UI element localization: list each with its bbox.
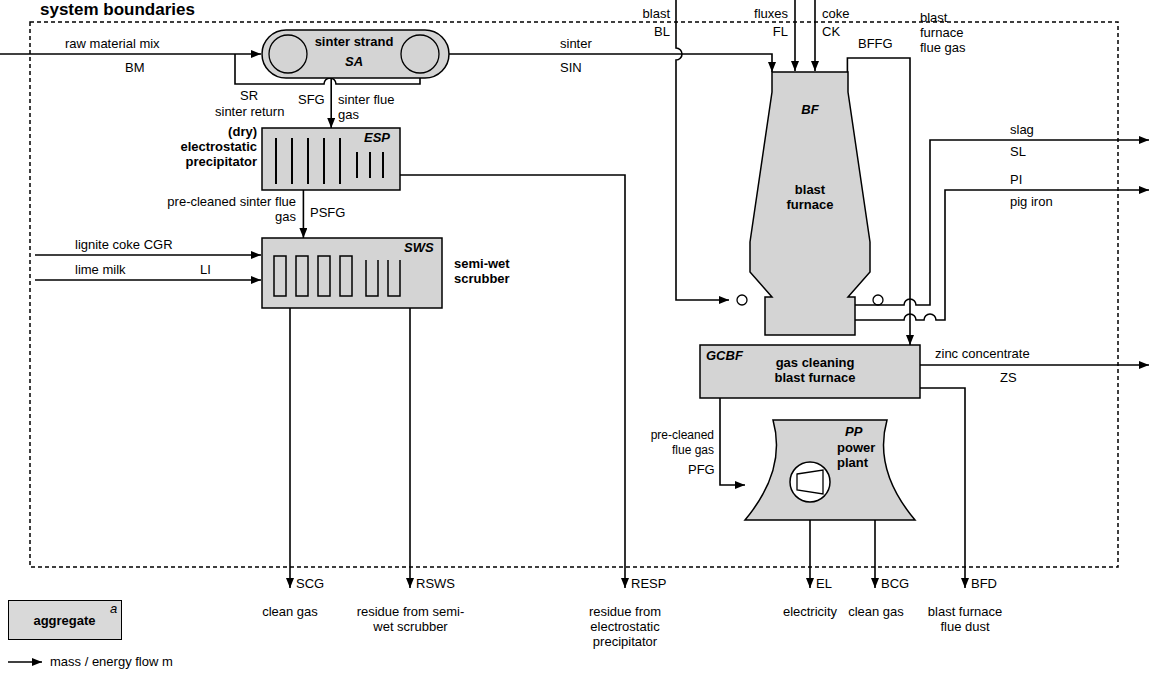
flow-label: BFD — [971, 576, 997, 591]
flow-label: LI — [200, 262, 211, 277]
flow-label: BL — [620, 24, 670, 39]
lignite-flow — [35, 254, 261, 256]
flow-label: electricity — [765, 604, 855, 619]
flow-label: blast — [620, 6, 670, 21]
flow-label: FL — [728, 24, 788, 39]
flow-label: SL — [1010, 144, 1026, 159]
raw-material-flow — [0, 53, 261, 55]
flow-connector — [449, 54, 772, 72]
node-label: SA — [262, 54, 446, 69]
flow-label: SCG — [296, 576, 324, 591]
zinc-flow — [920, 364, 1149, 366]
clean-gas-flow — [874, 520, 876, 588]
node-label: semi-wet scrubber — [454, 256, 534, 286]
flow-label: pre-cleaned sinter flue gas — [146, 194, 296, 224]
flow-label: fluxes — [728, 6, 788, 21]
flow-label: blast furnace flue dust — [917, 604, 1013, 634]
flow-label: PSFG — [310, 205, 345, 220]
flow-label: BFFG — [858, 36, 893, 51]
flow-label: residue from semi-wet scrubber — [348, 604, 473, 634]
sinter-strand: sinter strandSA — [262, 30, 449, 78]
flow-label: raw material mix — [65, 36, 160, 51]
legend-swatch: aggregate — [8, 600, 122, 640]
legend-text: aggregate — [9, 613, 120, 628]
flux-flow — [794, 0, 796, 71]
system-boundary — [30, 22, 1118, 567]
pig-iron-flow — [855, 190, 1149, 320]
flow-label: sinter flue gas — [338, 92, 400, 122]
flow-label: SFG — [298, 92, 325, 107]
flow-label: sinter return — [215, 104, 284, 119]
node-heading: SWS — [404, 240, 434, 255]
power-plant-outline — [745, 420, 915, 520]
flow-label: clean gas — [240, 604, 340, 619]
legend-arrow — [8, 661, 42, 663]
flow-label: BCG — [881, 576, 909, 591]
flue-dust-flow — [920, 388, 965, 588]
flow-label: lignite coke CGR — [75, 237, 173, 252]
electrostatic-precipitator: ESP(dry) electrostatic precipitator — [262, 128, 400, 190]
flow-label: SIN — [560, 60, 582, 75]
coke-flow — [814, 0, 816, 71]
flow-label: a — [110, 601, 117, 616]
node-heading: GCBF — [706, 348, 743, 363]
lime-flow — [35, 279, 261, 281]
flow-label: PFG — [688, 462, 715, 477]
flow-label: coke — [822, 6, 849, 21]
esp-residue-flow — [400, 175, 625, 588]
semi-wet-scrubber: SWSsemi-wet scrubber — [262, 238, 442, 308]
flow-label: EL — [816, 576, 832, 591]
clean-gas-flow — [289, 308, 291, 588]
blast-furnace: BF blast furnace — [730, 72, 893, 335]
node-heading: PP — [845, 424, 862, 439]
flow-label: lime milk — [75, 262, 126, 277]
flow-label: slag — [1010, 122, 1034, 137]
flow-label: PI — [1010, 172, 1022, 187]
node-heading: BF — [730, 102, 890, 117]
node-label: blast furnace — [770, 182, 850, 212]
flow-label: RSWS — [416, 576, 455, 591]
flow-label: residue from electrostatic precipitator — [575, 604, 675, 649]
flow-label: pre-cleaned flue gas — [628, 428, 714, 458]
scrubber-residue-flow — [409, 308, 411, 588]
flow-label: SR — [240, 88, 258, 103]
flow-label: sinter — [560, 36, 592, 51]
flow-label: BM — [125, 60, 145, 75]
flow-label: clean gas — [841, 604, 911, 619]
flow-label: ZS — [1000, 370, 1017, 385]
gas-cleaning-unit: GCBF gas cleaning blast furnace — [700, 345, 920, 398]
power-plant: PPpower plant — [745, 420, 915, 520]
flow-connector — [303, 190, 305, 238]
diagram-title: system boundaries — [40, 2, 195, 17]
node-label: power plant — [837, 440, 883, 470]
node-heading: sinter strand — [262, 34, 446, 49]
node-label: gas cleaning blast furnace — [760, 355, 870, 385]
flow-connector — [720, 398, 745, 485]
legend-text: mass / energy flow m — [50, 654, 173, 669]
electricity-flow — [809, 520, 811, 588]
node-label: (dry) electrostatic precipitator — [162, 124, 257, 169]
flow-connector — [330, 78, 332, 128]
flow-label: CK — [822, 24, 840, 39]
flow-label: RESP — [631, 576, 666, 591]
flow-label: blast furnace flue gas — [920, 10, 982, 55]
slag-flow — [855, 140, 1149, 305]
flow-label: pig iron — [1010, 194, 1053, 209]
node-heading: ESP — [364, 130, 390, 145]
blast-flow — [676, 0, 729, 300]
flow-label: zinc concentrate — [935, 346, 1030, 361]
